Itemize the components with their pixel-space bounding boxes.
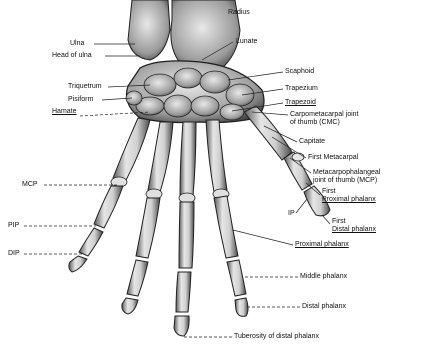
label-distal-phalanx: Distal phalanx	[302, 303, 346, 311]
label-trapezium: Trapezium	[285, 85, 318, 93]
label-first-distal-line2: Distal phalanx	[332, 226, 376, 234]
ring-finger-phalanges	[122, 189, 162, 314]
label-dip: DIP	[8, 250, 20, 258]
leader-ip	[296, 199, 307, 213]
label-mcp-thumb-line1: Metacarpophalangeal	[313, 169, 380, 177]
label-radius: Radius	[228, 9, 250, 17]
ulna-bone	[128, 0, 170, 60]
metacarpals	[113, 118, 227, 196]
label-pip: PIP	[8, 222, 19, 230]
first-metacarpal-bone	[244, 106, 292, 160]
label-first-proximal-line1: First	[322, 188, 336, 196]
label-mcp: MCP	[22, 181, 38, 189]
label-triquetrum: Triquetrum	[68, 83, 102, 91]
leader-first-distal	[322, 215, 330, 224]
label-ulna: Ulna	[70, 40, 84, 48]
label-proximal-phalanx: Proximal phalanx	[295, 241, 349, 249]
label-hamate: Hamate	[52, 108, 77, 116]
label-tuberosity: Tuberosity of distal phalanx	[234, 333, 319, 341]
label-middle-phalanx: Middle phalanx	[300, 273, 347, 281]
label-first-proximal-line2: Proximal phalanx	[322, 196, 376, 204]
index-finger-phalanges	[213, 189, 248, 316]
label-first-metacarpal: First Metacarpal	[308, 154, 358, 162]
label-pisiform: Pisiform	[68, 96, 93, 104]
label-cmc-line2: of thumb (CMC)	[290, 119, 340, 127]
label-mcp-thumb-line2: joint of thumb (MCP)	[313, 177, 377, 185]
label-ip: IP	[288, 210, 295, 218]
label-head-of-ulna: Head of ulna	[52, 52, 92, 60]
middle-finger-phalanges	[174, 193, 195, 336]
leader-proximal-phalanx	[233, 230, 293, 245]
label-capitate: Capitate	[299, 138, 325, 146]
little-finger-phalanges	[69, 177, 127, 272]
carpal-bones	[126, 61, 264, 123]
label-lunate: Lunate	[236, 38, 257, 46]
label-first-distal-line1: First	[332, 218, 346, 226]
label-trapezoid: Trapezoid	[285, 99, 316, 107]
label-scaphoid: Scaphoid	[285, 68, 314, 76]
label-cmc-line1: Carpometacarpal joint	[290, 111, 358, 119]
